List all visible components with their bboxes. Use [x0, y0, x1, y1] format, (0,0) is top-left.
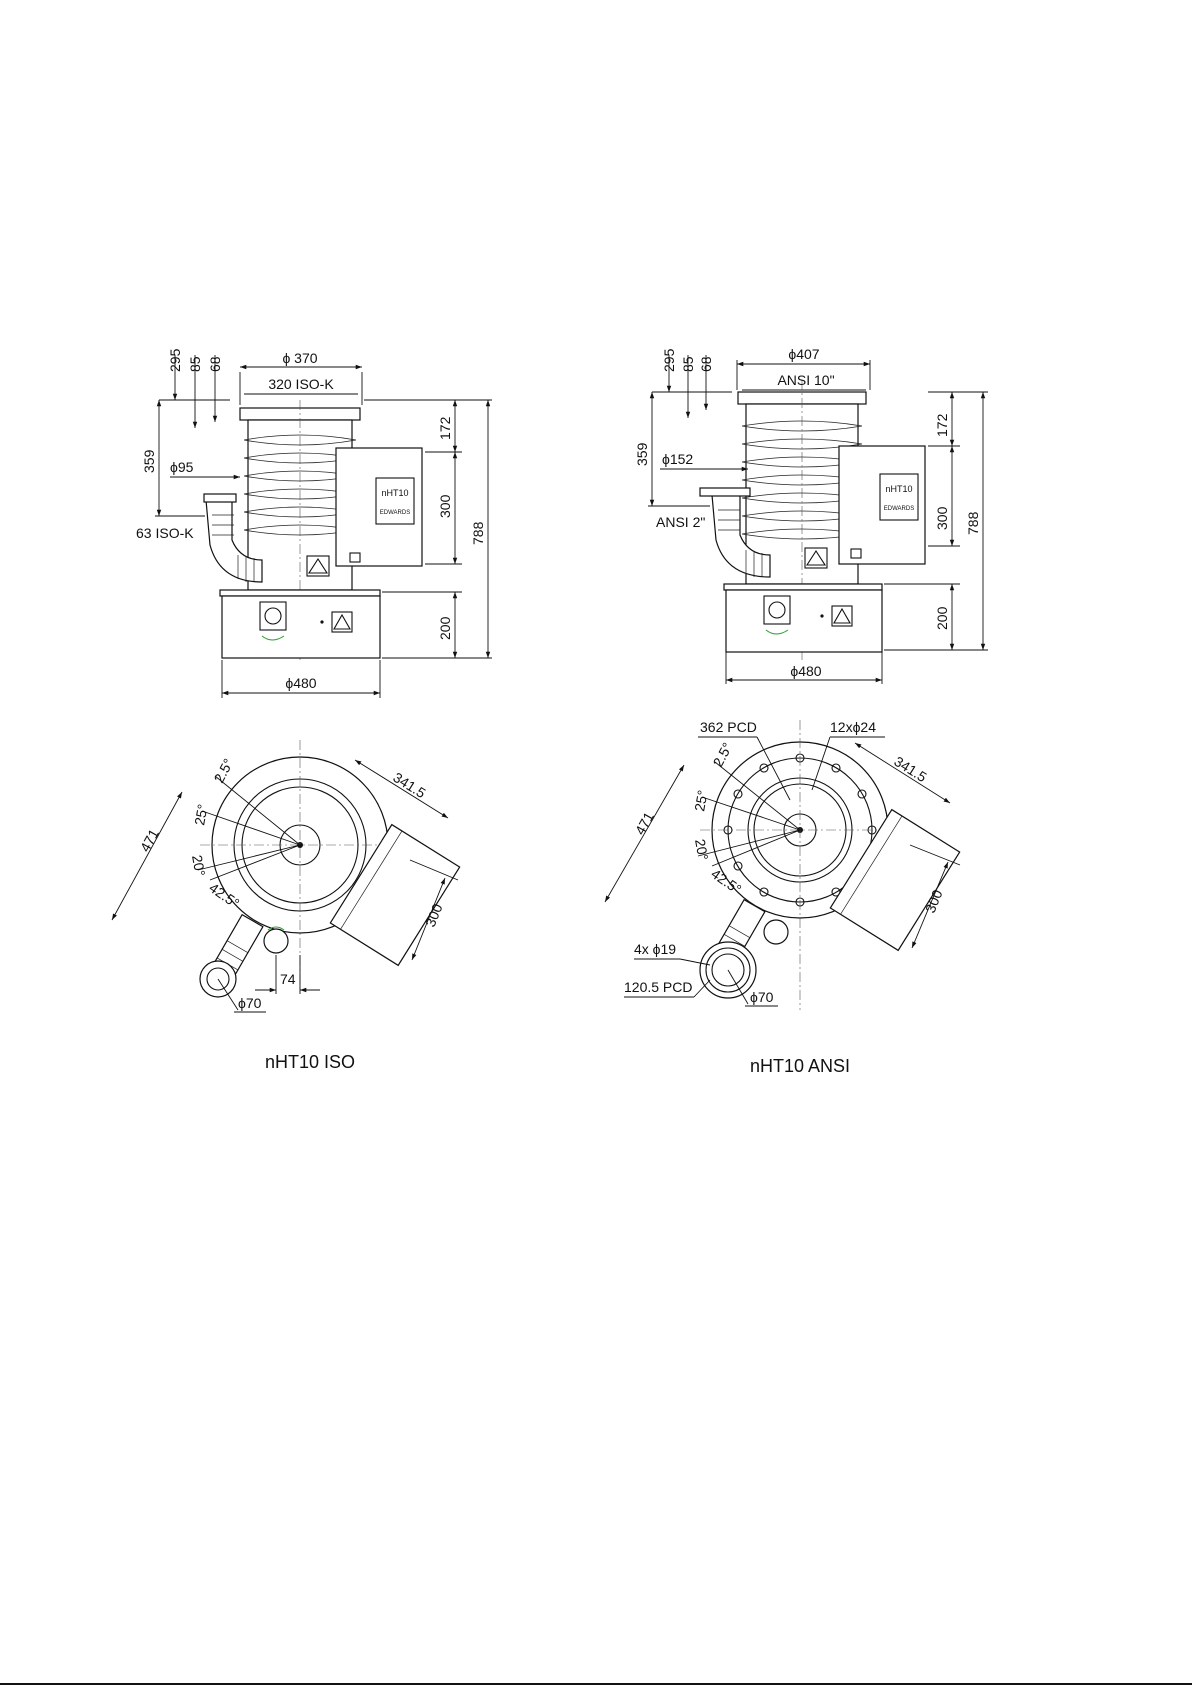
ansi-controller-label: nHT10: [885, 484, 912, 494]
ansi-top-holes: 12xϕ24: [830, 719, 876, 735]
ansi-foreline-flange: [700, 488, 750, 496]
iso-top-offset: 341.5: [390, 769, 428, 801]
iso-top-port-offset: 74: [280, 971, 296, 987]
ansi-base-diameter: ϕ480: [790, 663, 821, 679]
ansi-top-length: 471: [632, 809, 657, 837]
iso-brand-label: EDWARDS: [380, 510, 410, 516]
ansi-top-offset: 341.5: [891, 753, 929, 785]
ansi-total-height: 788: [965, 511, 981, 535]
ansi-top-angle-1: 2.5°: [710, 740, 736, 770]
iso-port-diameter: ϕ95: [170, 459, 194, 475]
ansi-side-view: nHT10 EDWARDS ϕ407 ANSI 10" 295 85 68 35…: [634, 346, 988, 684]
iso-height-85: 85: [187, 356, 203, 372]
ansi-port-diameter: ϕ152: [662, 451, 693, 467]
ansi-top-port-diameter: ϕ70: [750, 989, 774, 1005]
iso-top-angle-2: 25°: [191, 803, 210, 827]
iso-top-length: 471: [137, 826, 162, 854]
ansi-top-flange-size: ANSI 10": [777, 372, 834, 388]
iso-controller-height: 300: [437, 494, 453, 518]
ansi-top-flange-diameter: ϕ407: [788, 346, 819, 362]
iso-base: [222, 596, 380, 658]
iso-foreline-flange: [204, 494, 236, 502]
ansi-left-height: 359: [634, 442, 650, 466]
iso-base-height: 200: [437, 616, 453, 640]
iso-top-angle-3: 20°: [189, 854, 208, 878]
ansi-caption: nHT10 ANSI: [750, 1056, 850, 1076]
iso-total-height: 788: [470, 521, 486, 545]
ansi-top-foreline-holes: 4x ϕ19: [634, 941, 676, 957]
iso-top-view: 471 341.5 300 2.5° 25° 20° 42.5° 74 ϕ70: [112, 740, 460, 1012]
iso-top-flange-size: 320 ISO-K: [268, 376, 334, 392]
ansi-top-pcd: 362 PCD: [700, 719, 757, 735]
ansi-top-view: 471 341.5 300 2.5° 25° 20° 42.5° 362 PCD…: [605, 719, 960, 1010]
ansi-top-angle-2: 25°: [691, 789, 710, 813]
ansi-height-68: 68: [698, 356, 714, 372]
ansi-height-295: 295: [661, 348, 677, 372]
iso-top-flange-diameter: ϕ 370: [282, 350, 317, 366]
ansi-controller-height: 300: [934, 506, 950, 530]
iso-side-view: nHT10 EDWARDS ϕ 370 320 ISO-K 295 85 68 …: [136, 348, 492, 698]
ansi-top-foreline-pcd: 120.5 PCD: [624, 979, 692, 995]
iso-upper-height: 172: [437, 416, 453, 440]
iso-base-diameter: ϕ480: [285, 675, 316, 691]
iso-foreline-flange-label: 63 ISO-K: [136, 525, 194, 541]
iso-left-height: 359: [141, 449, 157, 473]
iso-controller-box: [336, 448, 422, 566]
ansi-base-height: 200: [934, 606, 950, 630]
ansi-brand-label: EDWARDS: [884, 506, 914, 512]
iso-top-port-diameter: ϕ70: [238, 995, 262, 1011]
ansi-controller-box: [839, 446, 925, 564]
ansi-foreline-flange-label: ANSI 2": [656, 514, 705, 530]
iso-height-68: 68: [207, 356, 223, 372]
ansi-top-angle-3: 20°: [692, 838, 711, 862]
iso-top-angle-1: 2.5°: [211, 756, 237, 786]
ansi-base: [726, 590, 882, 652]
iso-height-295: 295: [167, 348, 183, 372]
ansi-upper-height: 172: [934, 413, 950, 437]
iso-controller-label: nHT10: [381, 488, 408, 498]
iso-caption: nHT10 ISO: [265, 1052, 355, 1072]
ansi-height-85: 85: [680, 356, 696, 372]
